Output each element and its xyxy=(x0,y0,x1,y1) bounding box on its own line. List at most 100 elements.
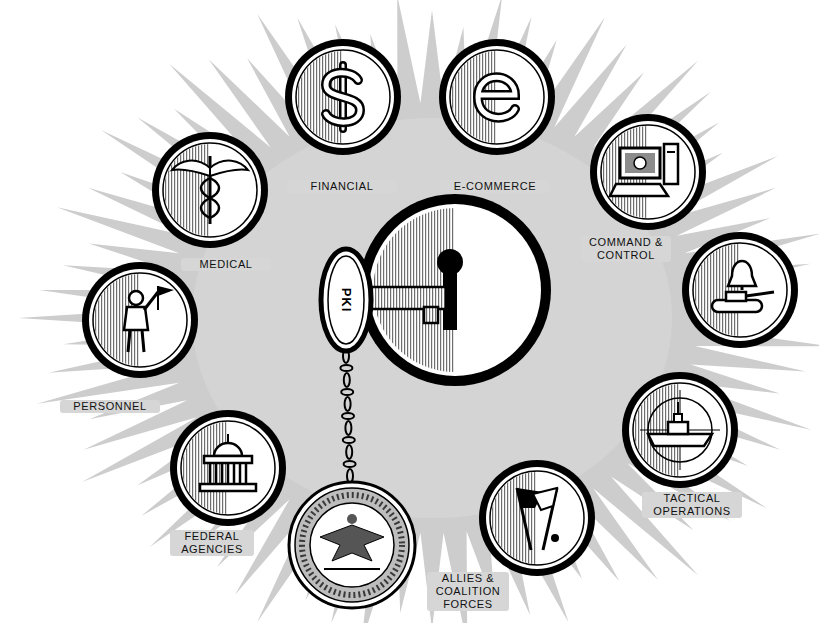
flag-icon xyxy=(533,488,557,510)
keyhole-disc xyxy=(359,194,551,386)
seal-eagle xyxy=(347,514,357,524)
medallion-label: FEDERAL AGENCIES xyxy=(170,530,254,556)
starburst xyxy=(18,0,819,623)
seal-rim xyxy=(289,482,415,608)
medallion-label: E-COMMERCE xyxy=(440,180,550,193)
seal-band xyxy=(295,488,409,602)
capitol-icon xyxy=(233,463,236,484)
medallion-gap xyxy=(446,46,548,148)
medallion-label: ALLIES & COALITION FORCES xyxy=(427,572,509,611)
medallion xyxy=(622,372,738,488)
bell-icon xyxy=(741,286,744,290)
medallion-gap xyxy=(177,417,279,519)
medallion xyxy=(590,114,706,230)
medallion-ring xyxy=(479,460,595,576)
medallion-face xyxy=(693,243,787,337)
medallion-face xyxy=(633,383,727,477)
medallion-label: MEDICAL xyxy=(181,258,271,271)
medallion-gap xyxy=(89,269,191,371)
medallion xyxy=(285,39,401,155)
capitol-icon xyxy=(227,463,230,484)
screen-icon xyxy=(625,153,655,173)
key-bow-inner xyxy=(328,256,364,344)
seal-center xyxy=(310,503,394,587)
medallion-label: TACTICAL OPERATIONS xyxy=(642,492,742,518)
medallion-shade xyxy=(694,244,740,336)
medallion-node: FEDERAL AGENCIES xyxy=(170,410,286,526)
medallion-shape xyxy=(82,262,198,378)
medallion-shade xyxy=(182,422,228,514)
medallion-gap xyxy=(597,121,699,223)
medallion-node: ALLIES & COALITION FORCES xyxy=(479,460,595,576)
ship-icon xyxy=(674,414,682,422)
seal-eagle xyxy=(320,525,384,561)
medallion xyxy=(682,232,798,348)
capitol-icon xyxy=(214,443,242,456)
person-icon xyxy=(128,330,130,352)
monitor-icon xyxy=(620,148,660,178)
medallion-shape xyxy=(170,410,286,526)
key-chain xyxy=(346,445,352,459)
medallion-face xyxy=(296,50,390,144)
medallion-label: COMMAND & CONTROL xyxy=(581,236,671,262)
person-icon xyxy=(142,330,144,352)
key-bit xyxy=(424,307,438,323)
key-bow-outline xyxy=(321,249,371,351)
bell-icon xyxy=(728,261,756,286)
key-chain xyxy=(341,389,353,395)
person-icon xyxy=(129,291,143,305)
medallion-node: MEDICAL xyxy=(152,132,268,248)
seal-detail xyxy=(324,568,380,570)
caduceus-icon xyxy=(210,161,248,176)
seal xyxy=(289,482,415,608)
medallion-face xyxy=(450,50,544,144)
keyboard-icon xyxy=(610,184,668,196)
medallion-node: E-COMMERCE xyxy=(439,39,555,155)
person-icon xyxy=(144,292,158,310)
caduceus-icon xyxy=(201,178,219,218)
medallion-node: COMMAND & CONTROL xyxy=(590,114,706,230)
medallion-ring xyxy=(285,39,401,155)
medallion-gap xyxy=(292,46,394,148)
tower-icon xyxy=(664,144,678,184)
medallion-ring xyxy=(170,410,286,526)
key-bow: PKI xyxy=(318,246,374,354)
medallion xyxy=(170,410,286,526)
ship-icon xyxy=(668,422,688,434)
icon-outline xyxy=(326,73,360,122)
medallion-shade xyxy=(164,144,210,236)
tank-icon xyxy=(746,292,774,296)
medallion-node: FINANCIAL xyxy=(285,39,401,155)
caduceus-icon xyxy=(201,178,219,218)
medallion-face xyxy=(163,143,257,237)
disc-ring xyxy=(359,194,551,386)
capitol-icon xyxy=(221,463,224,484)
medallion-gap xyxy=(689,239,791,341)
medallion-ring xyxy=(590,114,706,230)
disc-face xyxy=(369,204,541,376)
key-label: PKI xyxy=(338,272,354,328)
screen-icon xyxy=(634,157,646,169)
tower-icon xyxy=(667,151,675,153)
capitol-icon xyxy=(209,463,212,484)
medallion-shade xyxy=(491,472,537,564)
person-icon xyxy=(124,307,148,330)
key-chain xyxy=(340,365,352,371)
capitol-icon xyxy=(245,463,248,484)
medallion xyxy=(479,460,595,576)
key-chain xyxy=(344,461,356,467)
medallion-gap xyxy=(159,139,261,241)
person-icon xyxy=(158,286,174,296)
medallion-shape xyxy=(439,39,555,155)
medallion-shape xyxy=(479,460,595,576)
key-chain xyxy=(342,413,354,419)
flag-icon xyxy=(551,534,559,542)
capitol-icon xyxy=(215,463,218,484)
medallion-ring xyxy=(152,132,268,248)
medallion-shape xyxy=(285,39,401,155)
medallion-ring xyxy=(622,372,738,488)
medallion xyxy=(152,132,268,248)
key-shaft xyxy=(368,287,446,309)
